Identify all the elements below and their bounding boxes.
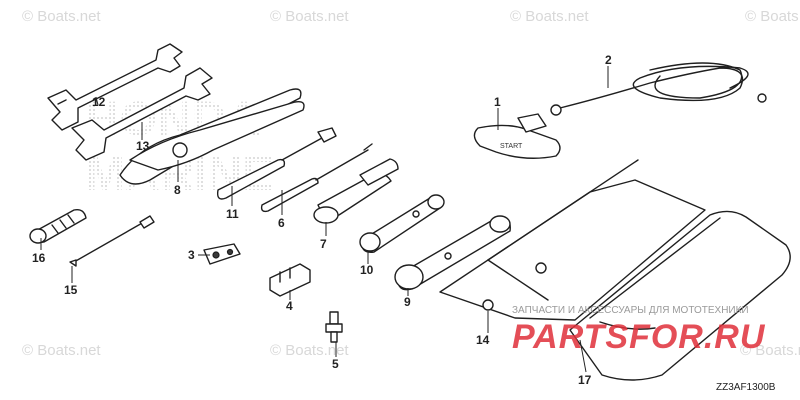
callout-13: 13 xyxy=(136,139,150,153)
handle-16-part[interactable] xyxy=(29,208,87,244)
holder-4-part[interactable] xyxy=(269,263,311,297)
callout-11: 11 xyxy=(226,207,239,221)
callout-17: 17 xyxy=(578,373,592,387)
starter-handle-1-part[interactable]: START xyxy=(473,113,561,159)
callout-6: 6 xyxy=(278,216,285,230)
callout-12: 12 xyxy=(92,95,106,109)
tool-bag-17-part[interactable] xyxy=(569,210,791,381)
callout-2: 2 xyxy=(605,53,612,67)
partsfor-banner: ЗАПЧАСТИ И АКСЕССУАРЫ ДЛЯ МОТОТЕХНИКИ xyxy=(512,305,749,316)
watermark: © Boats.net xyxy=(270,342,349,359)
watermark: © Boats.net xyxy=(22,342,101,359)
screwdriver-6-part[interactable] xyxy=(260,143,373,213)
partsfor-logo: PARTSFOR.RU xyxy=(512,318,766,356)
screwdriver-11-part[interactable] xyxy=(216,127,337,200)
callout-4: 4 xyxy=(286,299,293,313)
wrench-12-part[interactable] xyxy=(47,43,183,131)
box-spanner-10-part[interactable] xyxy=(359,194,445,253)
svg-text:START: START xyxy=(500,143,523,150)
callout-9: 9 xyxy=(404,295,411,309)
callout-15: 15 xyxy=(64,283,78,297)
box-spanner-9-part[interactable] xyxy=(394,215,511,291)
callout-3: 3 xyxy=(188,248,195,262)
leader-lines xyxy=(40,66,609,373)
callout-7: 7 xyxy=(320,237,327,251)
wrench-13-part[interactable] xyxy=(71,67,213,161)
watermark: © Boats.net xyxy=(22,8,101,25)
callout-8: 8 xyxy=(174,183,181,197)
callout-1: 1 xyxy=(494,95,501,109)
callout-labels: 1 2 3 4 5 6 7 8 9 10 11 12 13 14 15 16 1… xyxy=(32,53,612,387)
diagram-code: ZZ3AF1300B xyxy=(716,382,776,393)
socket-7-part[interactable] xyxy=(313,158,399,224)
callout-10: 10 xyxy=(360,263,374,277)
pliers-8-part[interactable] xyxy=(119,88,305,185)
fitting-5-part[interactable] xyxy=(325,311,343,343)
callout-14: 14 xyxy=(476,333,490,347)
clip-3-part[interactable] xyxy=(203,243,241,265)
watermark: © Boats.net xyxy=(270,8,349,25)
watermark: © Boats.net xyxy=(510,8,589,25)
callout-16: 16 xyxy=(32,251,46,265)
tool-bag-14-part[interactable] xyxy=(439,159,706,321)
watermark: © Boats.net xyxy=(745,8,800,25)
starter-rope-2-part[interactable] xyxy=(550,62,767,116)
screwdriver-15-part[interactable] xyxy=(69,215,155,267)
callout-5: 5 xyxy=(332,357,339,371)
watermark: © Boats.net xyxy=(740,342,800,359)
